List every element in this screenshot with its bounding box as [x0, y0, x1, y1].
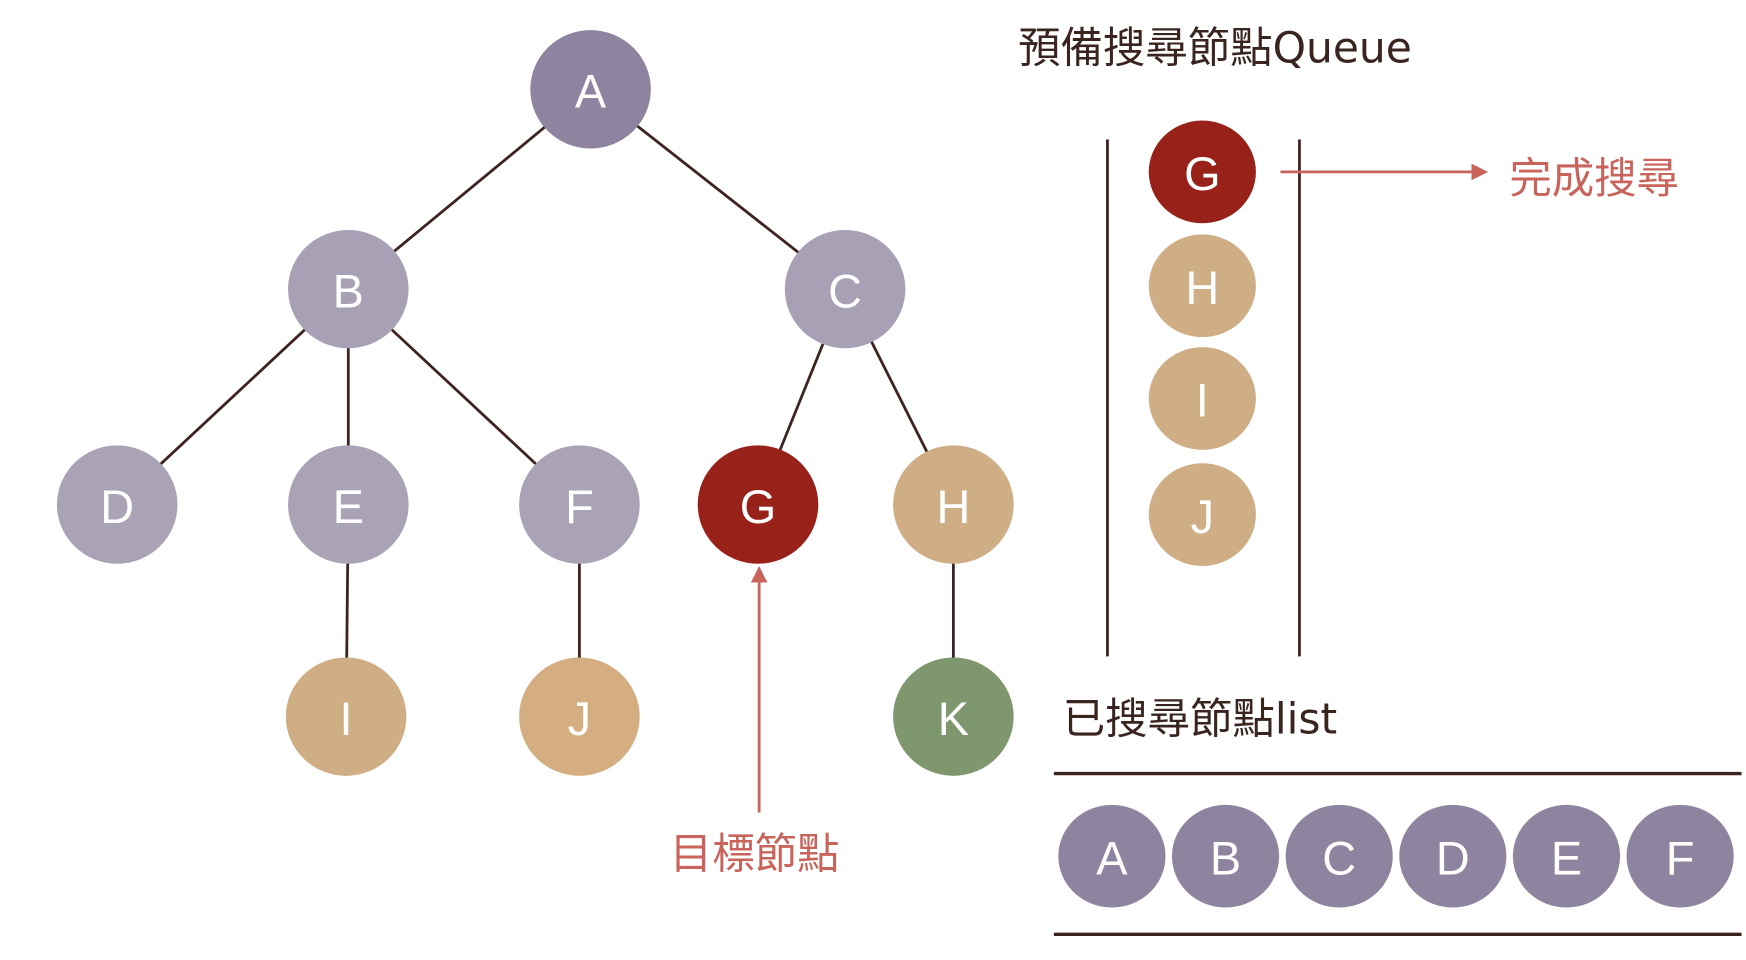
queue-title: 預備搜尋節點Queue: [1018, 25, 1412, 74]
node-circle: [1148, 234, 1256, 338]
node-circle: [1058, 804, 1166, 908]
tree-node-a: A: [530, 30, 651, 149]
tree-edges: [116, 88, 955, 717]
node-circle: [1148, 120, 1256, 224]
node-label: C: [1322, 832, 1356, 884]
queue-items: G H I J: [1148, 120, 1256, 566]
node-circle: [1512, 804, 1621, 908]
node-label: F: [565, 481, 594, 533]
node-circle: [697, 445, 819, 564]
tree-node-b: B: [288, 229, 409, 349]
node-circle: [288, 445, 409, 564]
node-circle: [1171, 804, 1280, 908]
node-label: E: [1551, 832, 1582, 884]
tree-node-d: D: [56, 445, 178, 564]
node-label: A: [1096, 832, 1128, 884]
tree-node-f: F: [519, 445, 640, 564]
visited-title: 已搜尋節點list: [1063, 695, 1337, 744]
node-circle: [285, 657, 407, 776]
node-circle: [56, 445, 178, 564]
node-circle: [1148, 347, 1256, 450]
node-label: B: [1210, 832, 1241, 884]
node-label: D: [1436, 832, 1470, 884]
tree-node-g: G: [697, 445, 819, 564]
tree-node-e: E: [288, 445, 409, 564]
node-circle: [1285, 804, 1393, 908]
node-label: J: [1191, 491, 1214, 543]
visited-items: A B C D E F: [1058, 804, 1734, 908]
node-circle: [530, 30, 651, 149]
node-label: H: [1185, 262, 1219, 314]
node-label: I: [340, 693, 353, 745]
tree-node-c: C: [784, 229, 906, 349]
node-label: F: [1666, 832, 1695, 884]
tree-node-j: J: [519, 657, 640, 776]
node-label: H: [936, 481, 970, 533]
node-label: E: [333, 481, 364, 533]
visited-item-f: F: [1626, 804, 1734, 908]
queue-item-h: H: [1148, 234, 1256, 338]
node-label: G: [1184, 148, 1220, 200]
visited-item-a: A: [1058, 804, 1166, 908]
node-label: G: [740, 481, 776, 533]
tree-node-i: I: [285, 657, 407, 776]
node-circle: [893, 445, 1014, 564]
queue-item-j: J: [1148, 463, 1256, 566]
node-circle: [893, 657, 1014, 776]
visited-item-e: E: [1512, 804, 1621, 908]
node-label: C: [828, 265, 862, 317]
node-label: K: [938, 693, 969, 745]
node-circle: [519, 657, 640, 776]
visited-item-b: B: [1171, 804, 1280, 908]
node-label: D: [100, 481, 134, 533]
node-label: I: [1196, 375, 1209, 427]
node-label: J: [568, 693, 591, 745]
node-circle: [1399, 804, 1507, 908]
queue-item-i: I: [1148, 347, 1256, 450]
visited-item-c: C: [1285, 804, 1393, 908]
node-circle: [288, 229, 409, 349]
tree-node-h: H: [893, 445, 1014, 564]
node-circle: [1148, 463, 1256, 566]
target-node-label: 目標節點: [670, 830, 840, 879]
tree-node-k: K: [893, 657, 1014, 776]
node-circle: [784, 229, 906, 349]
node-label: B: [333, 265, 364, 317]
done-label: 完成搜尋: [1509, 155, 1679, 204]
visited-item-d: D: [1399, 804, 1507, 908]
tree-nodes: A B C D E F G H I J K: [56, 30, 1014, 776]
node-label: A: [575, 66, 607, 118]
node-circle: [519, 445, 640, 564]
queue-item-g: G: [1148, 120, 1256, 224]
node-circle: [1626, 804, 1734, 908]
